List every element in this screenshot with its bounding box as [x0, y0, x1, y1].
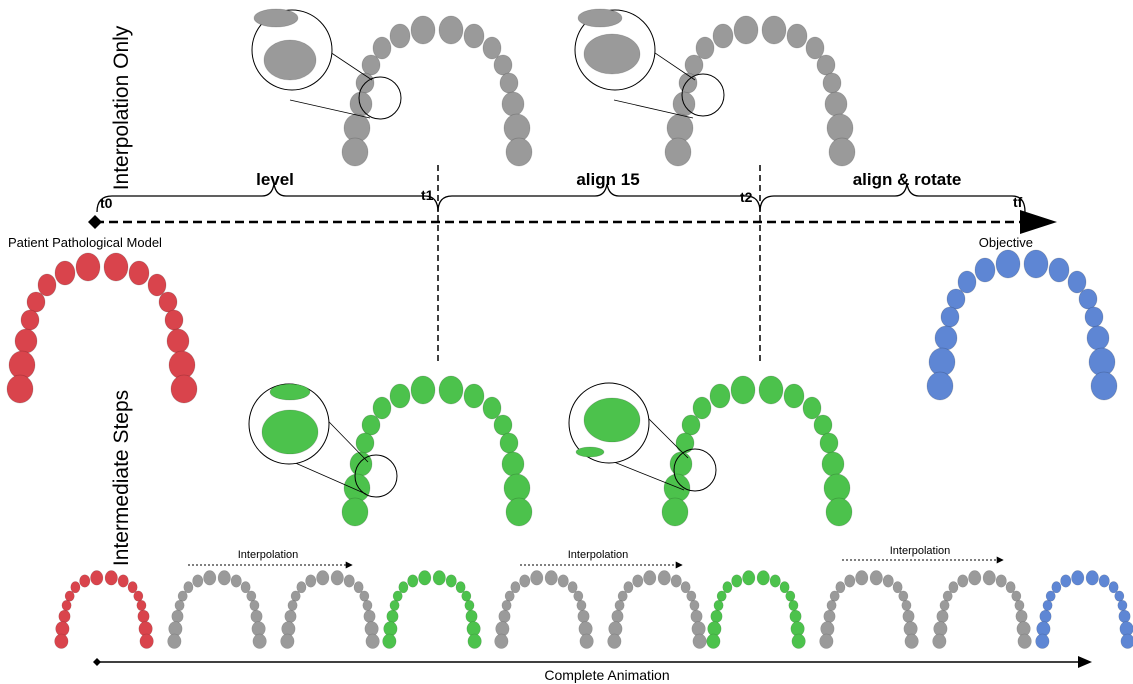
intermediate-arch-t1	[342, 376, 532, 526]
animation-frame-gray	[281, 571, 380, 649]
segment-label-align-rotate: align & rotate	[853, 170, 962, 189]
pathological-arch	[7, 253, 197, 403]
complete-animation-label: Complete Animation	[544, 667, 669, 683]
segment-label-level: level	[256, 170, 294, 189]
animation-frames	[55, 571, 1133, 649]
timeline: level align 15 align & rotate t0 t1 t2 t…	[8, 165, 1057, 365]
animation-frame-green	[707, 571, 806, 649]
marker-t1: t1	[421, 187, 434, 203]
animation-frame-gray	[933, 571, 1032, 649]
animation-frame-gray	[820, 571, 919, 649]
marker-tf: tf	[1013, 194, 1023, 210]
interpolation-arch-t2	[665, 16, 855, 166]
interpolation-arch-t1	[342, 16, 532, 166]
animation-frame-green	[383, 571, 482, 649]
row-label-bottom-text: Intermediate Steps	[110, 390, 133, 566]
interpolation-label-3: Interpolation	[890, 545, 951, 557]
animation-frame-gray	[608, 571, 707, 649]
row-label-top: Interpolation Only	[110, 25, 133, 190]
interpolation-label-1: Interpolation	[238, 549, 299, 561]
row-label-top-text: Interpolation Only	[110, 25, 133, 190]
end-label: Objective	[979, 235, 1033, 250]
objective-arch	[927, 250, 1117, 400]
row-label-bottom: Intermediate Steps	[110, 390, 133, 566]
zoom-callout-bottom-2	[569, 383, 716, 491]
animation-strip: Interpolation Interpolation Interpolatio…	[55, 545, 1133, 683]
complete-animation-arrowhead	[1078, 656, 1092, 668]
timeline-start-diamond	[88, 215, 102, 229]
timeline-arrowhead	[1020, 210, 1057, 234]
animation-frame-gray	[495, 571, 594, 649]
animation-frame-blue	[1036, 571, 1133, 649]
intermediate-arch-t2	[662, 376, 852, 526]
animation-frame-red	[55, 571, 154, 649]
complete-animation-start	[93, 658, 101, 666]
segment-label-align15: align 15	[576, 170, 639, 189]
marker-t2: t2	[740, 189, 753, 205]
interpolation-label-2: Interpolation	[568, 549, 629, 561]
marker-t0: t0	[100, 195, 113, 211]
animation-frame-gray	[168, 571, 267, 649]
start-label: Patient Pathological Model	[8, 235, 162, 250]
